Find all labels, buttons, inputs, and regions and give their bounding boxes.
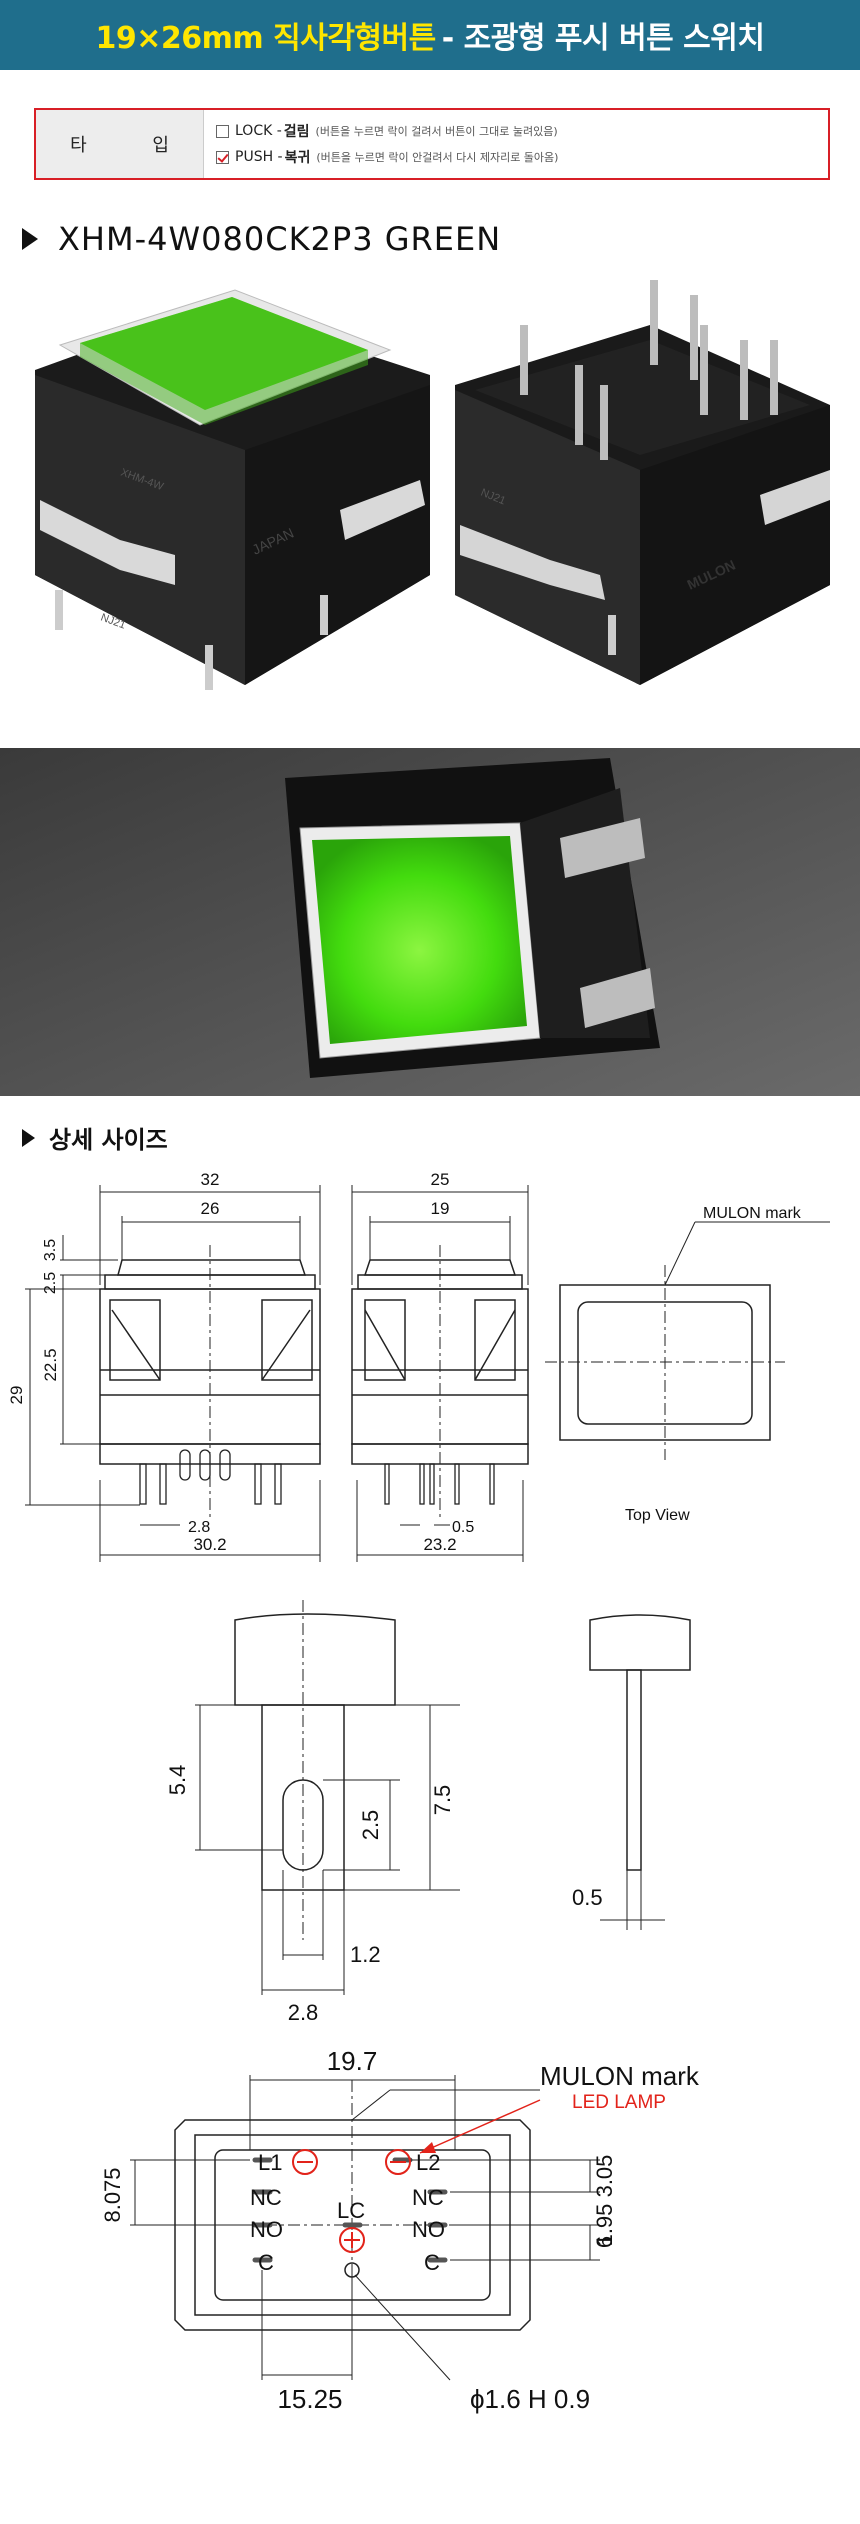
svg-text:2.5: 2.5 [358,1810,383,1841]
section-heading: 상세 사이즈 [22,1120,168,1155]
svg-text:C: C [424,2250,440,2275]
svg-text:19.7: 19.7 [327,2046,378,2076]
svg-text:29: 29 [7,1386,26,1405]
section-title: 상세 사이즈 [49,1126,168,1154]
svg-text:MULON mark: MULON mark [540,2061,700,2091]
type-option-push[interactable]: PUSH - 복귀 (버튼을 누르면 락이 안걸려서 다시 제자리로 돌아옴) [216,147,816,167]
lock-checkbox[interactable] [216,124,229,138]
side-view-drawing: 25 19 0.5 23.2 [351,1170,529,1562]
triangle-bullet-icon [22,1128,35,1147]
svg-text:NO: NO [412,2217,445,2242]
front-view-drawing: 32 26 3.5 2.5 29 22.5 2.8 30.2 [7,1170,321,1562]
svg-text:LED LAMP: LED LAMP [572,2092,666,2113]
svg-text:L1: L1 [258,2150,282,2175]
type-label: 타 입 [36,110,204,178]
svg-text:2.8: 2.8 [288,2000,319,2025]
model-heading: XHM-4W080CK2P3 GREEN [22,220,501,258]
type-options: LOCK - 걸림 (버튼을 누르면 락이 걸려서 버튼이 그대로 눌려있음) … [204,110,828,178]
svg-text:19: 19 [431,1199,450,1218]
svg-text:8.075: 8.075 [100,2167,125,2222]
svg-text:22.5: 22.5 [41,1348,60,1381]
svg-text:NO: NO [250,2217,283,2242]
push-note: (버튼을 누르면 락이 안걸려서 다시 제자리로 돌아옴) [316,151,559,164]
svg-text:23.2: 23.2 [423,1535,456,1554]
svg-text:NC: NC [250,2185,282,2210]
svg-text:26: 26 [201,1199,220,1218]
svg-text:2.5: 2.5 [42,1272,59,1294]
svg-text:7.5: 7.5 [430,1785,455,1816]
svg-text:30.2: 30.2 [193,1535,226,1554]
svg-text:0.5: 0.5 [452,1519,474,1536]
svg-text:0.5: 0.5 [572,1885,603,1910]
svg-text:15.25: 15.25 [277,2384,342,2414]
svg-text:32: 32 [201,1170,220,1189]
top-view-drawing: MULON mark Top View [545,1205,830,1524]
switch-front-image: JAPAN XHM-4W NJ21 [35,289,430,690]
svg-text:5.4: 5.4 [165,1765,190,1796]
lock-note: (버튼을 누르면 락이 걸려서 버튼이 그대로 눌려있음) [315,125,558,138]
banner-subtitle: - 조광형 푸시 버튼 스위치 [441,21,765,56]
switch-back-image: MULON NJ21 [455,280,830,685]
dimension-drawing: 32 26 3.5 2.5 29 22.5 2.8 30.2 25 19 0.5 [0,1150,860,2524]
svg-text:2.8: 2.8 [188,1519,210,1536]
pin-layout-drawing: L1 L2 NC NC NO NO LC C C 19.7 MULON mark… [100,2046,700,2414]
svg-text:NC: NC [412,2185,444,2210]
plunger-detail-drawing: 5.4 2.5 7.5 1.2 2.8 0.5 [165,1600,691,2025]
svg-text:Top View: Top View [625,1507,690,1524]
svg-text:ϕ1.6 H 0.9: ϕ1.6 H 0.9 [470,2384,590,2414]
svg-text:3.5: 3.5 [42,1239,59,1261]
type-selector-box: 타 입 LOCK - 걸림 (버튼을 누르면 락이 걸려서 버튼이 그대로 눌려… [34,108,830,180]
svg-text:LC: LC [337,2198,365,2223]
banner-highlight: 19×26mm 직사각형버튼 [95,21,437,56]
product-photo-front-back: JAPAN XHM-4W NJ21 MULON NJ21 [0,255,860,735]
triangle-bullet-icon [22,228,38,250]
model-title: XHM-4W080CK2P3 GREEN [58,220,502,258]
svg-text:MULON mark: MULON mark [703,1205,802,1222]
svg-text:6: 6 [592,2236,617,2248]
lock-kor: 걸림 [283,124,310,140]
svg-text:1.2: 1.2 [350,1942,381,1967]
type-option-lock[interactable]: LOCK - 걸림 (버튼을 누르면 락이 걸려서 버튼이 그대로 눌려있음) [216,121,816,141]
product-photo-lit [0,748,860,1096]
svg-text:C: C [258,2250,274,2275]
svg-text:L2: L2 [416,2150,440,2175]
title-banner: 19×26mm 직사각형버튼 - 조광형 푸시 버튼 스위치 [0,0,860,70]
push-name: PUSH - [235,149,283,165]
svg-text:1.95: 1.95 [592,2204,617,2247]
push-checkbox[interactable] [216,150,229,164]
svg-text:25: 25 [431,1170,450,1189]
svg-text:3.05: 3.05 [592,2155,617,2198]
push-kor: 복귀 [284,150,311,166]
lock-name: LOCK - [235,123,282,139]
